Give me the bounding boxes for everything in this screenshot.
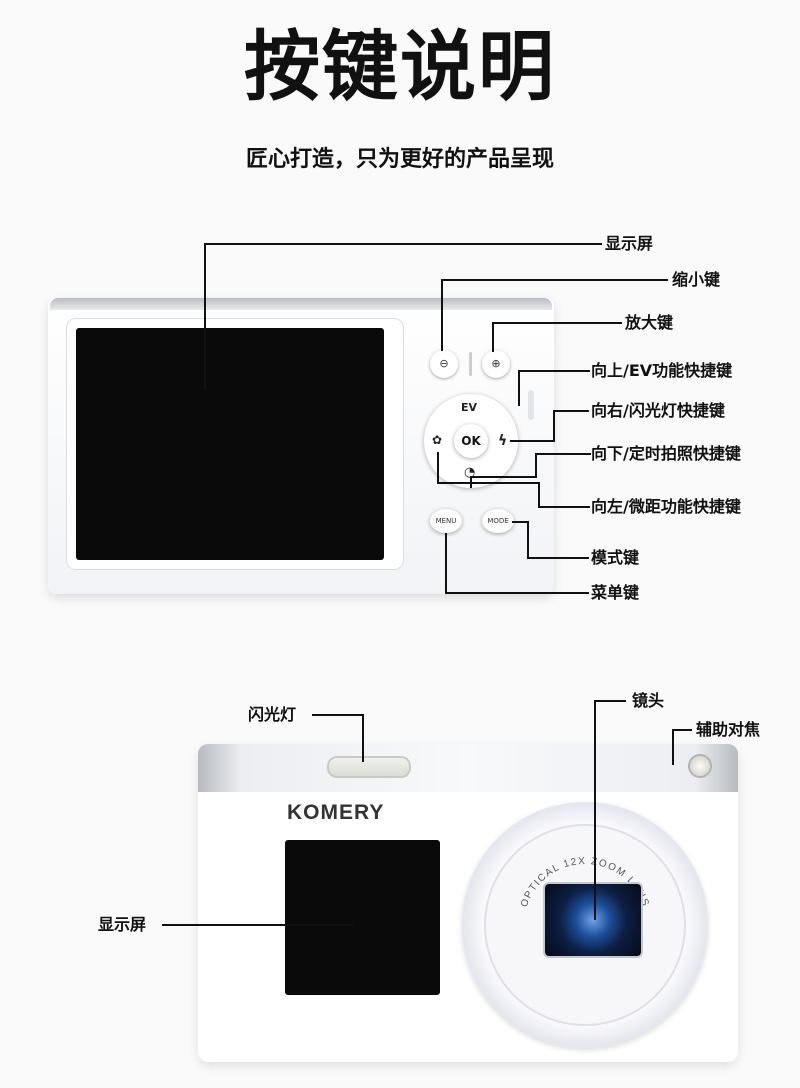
leader-line	[535, 453, 537, 478]
camera-front-top-strip	[198, 744, 738, 792]
leader-line	[538, 506, 590, 508]
leader-line	[553, 410, 589, 412]
flash-right-icon[interactable]: ϟ	[498, 433, 508, 449]
label-right-flash: 向右/闪光灯快捷键	[591, 401, 725, 420]
label-mode: 模式键	[591, 548, 640, 567]
label-lens: 镜头	[632, 691, 665, 710]
side-grip-detail	[528, 390, 534, 420]
front-display-screen	[285, 840, 440, 995]
label-af-assist: 辅助对焦	[696, 720, 761, 739]
leader-line	[492, 322, 622, 324]
leader-line	[162, 924, 354, 926]
label-left-macro: 向左/微距功能快捷键	[591, 497, 741, 516]
leader-line	[538, 482, 540, 508]
leader-line	[445, 592, 589, 594]
leader-line	[512, 521, 529, 523]
label-back-screen: 显示屏	[605, 234, 654, 253]
label-zoom-in: 放大键	[625, 313, 674, 332]
page-subtitle: 匠心打造，只为更好的产品呈现	[245, 147, 554, 172]
zoom-divider	[469, 352, 472, 376]
leader-line	[594, 700, 626, 702]
leader-line	[518, 370, 590, 372]
page-title: 按键说明	[244, 22, 556, 111]
leader-line	[672, 729, 692, 731]
camera-top-strip	[50, 298, 552, 310]
label-flash: 闪光灯	[248, 705, 297, 724]
brand-logo: KOMERY	[287, 801, 385, 824]
zoom-out-button[interactable]: ⊖	[430, 350, 458, 378]
label-menu: 菜单键	[591, 583, 640, 602]
leader-line	[510, 440, 554, 442]
label-zoom-out: 缩小键	[672, 270, 721, 289]
menu-button[interactable]: MENU	[430, 509, 462, 533]
macro-left-icon[interactable]: ✿	[432, 433, 443, 447]
leader-line	[437, 482, 539, 484]
leader-line	[362, 714, 364, 762]
lens-glass	[545, 884, 641, 956]
leader-line	[594, 700, 596, 920]
timer-down-icon[interactable]: ◔	[464, 465, 476, 480]
mode-button[interactable]: MODE	[482, 509, 514, 533]
af-assist-light	[690, 756, 710, 776]
leader-line	[441, 279, 443, 351]
zoom-in-button[interactable]: ⊕	[482, 350, 510, 378]
leader-line	[437, 452, 439, 484]
leader-line	[470, 476, 536, 478]
leader-line	[553, 410, 555, 442]
leader-line	[527, 521, 529, 559]
ok-button[interactable]: OK	[454, 424, 488, 458]
leader-line	[492, 322, 494, 352]
back-display-screen	[76, 328, 384, 560]
leader-line	[535, 453, 591, 455]
leader-line	[312, 714, 364, 716]
leader-line	[672, 729, 674, 765]
ev-up-button[interactable]: EV	[461, 401, 478, 414]
leader-line	[204, 243, 602, 245]
leader-line	[441, 279, 668, 281]
leader-line	[518, 370, 520, 406]
label-down-timer: 向下/定时拍照快捷键	[591, 444, 741, 463]
leader-line	[445, 533, 447, 593]
leader-line	[204, 243, 206, 390]
flash-unit	[327, 756, 411, 778]
label-up-ev: 向上/EV功能快捷键	[591, 361, 733, 380]
leader-line	[527, 557, 589, 559]
label-front-screen: 显示屏	[98, 915, 147, 934]
